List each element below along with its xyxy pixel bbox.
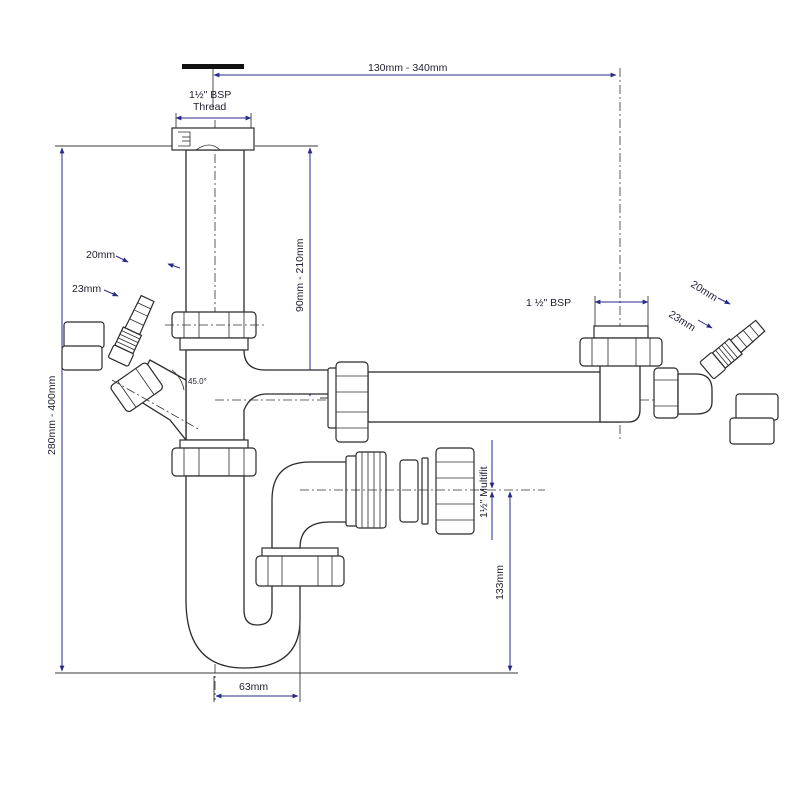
trap-nut <box>171 439 257 477</box>
width-range-label: 130mm - 340mm <box>368 62 448 74</box>
left-blanking-cap <box>61 321 105 371</box>
hose-20-right-label: 20mm <box>688 278 719 304</box>
horizontal-nut <box>327 361 369 443</box>
right-overflow-connector <box>653 319 766 419</box>
outlet-height-label: 133mm <box>494 565 506 600</box>
left-overflow-branch <box>108 294 201 442</box>
angle-label: 45.0° <box>188 377 207 386</box>
right-blanking-cap <box>729 393 779 445</box>
trap-outlet-nut <box>255 547 345 587</box>
standpipe <box>165 120 265 700</box>
bsp-thread-label-line2: Thread <box>193 101 226 113</box>
hose-23-left-label: 23mm <box>72 283 101 295</box>
top-connector <box>171 127 255 151</box>
outlet-bend <box>271 451 387 549</box>
horizontal-pipe <box>367 361 641 423</box>
bsp-thread-label-line1: 1½" BSP <box>189 89 231 101</box>
multifit-nut <box>435 447 475 535</box>
tee-body <box>185 349 331 441</box>
right-inlet-nut <box>579 325 663 367</box>
inlet-height-label: 90mm - 210mm <box>294 238 306 312</box>
outlet-washers <box>399 457 429 525</box>
bsp-right-label: 1 ½" BSP <box>526 297 571 309</box>
hose-23-right-label: 23mm <box>666 308 697 334</box>
multifit-label: 1½" Multifit <box>478 466 490 518</box>
trap-width-label: 63mm <box>239 681 268 693</box>
hose-20-left-label: 20mm <box>86 249 115 261</box>
sink-edge-bar <box>182 64 244 69</box>
total-height-label: 280mm - 400mm <box>46 375 58 455</box>
